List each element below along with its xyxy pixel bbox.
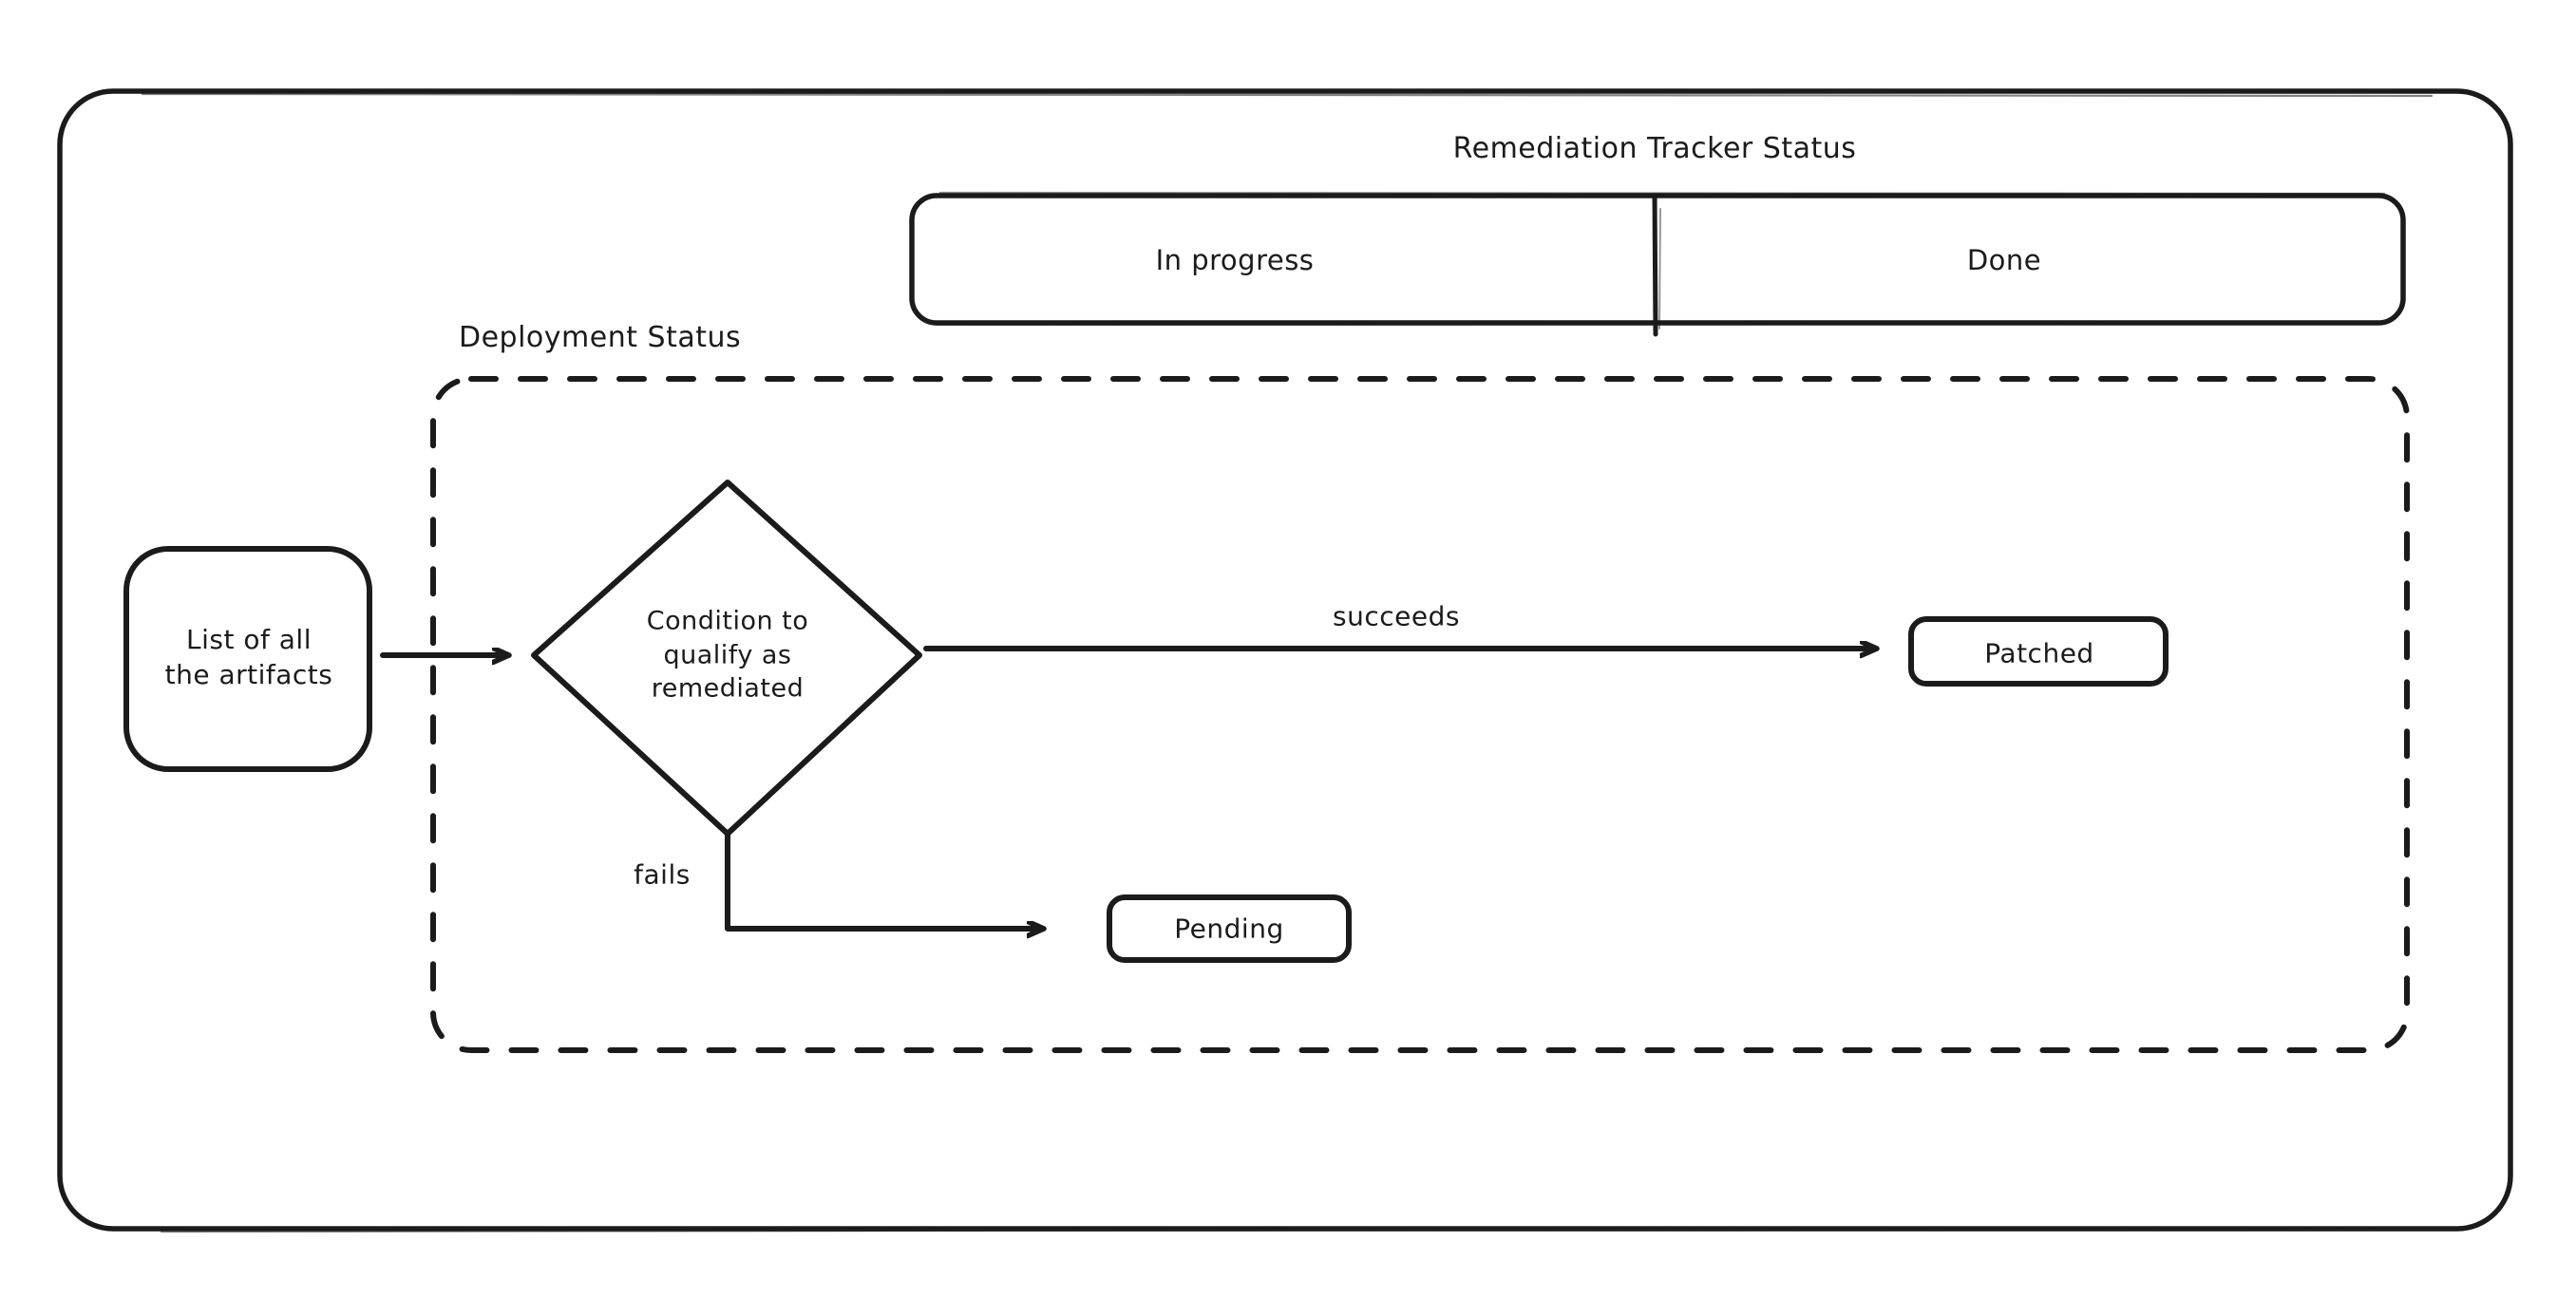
- node-patched-shape: [1908, 616, 2169, 687]
- edge-label-fails: fails: [634, 858, 691, 891]
- deployment-status-group-border: [430, 376, 2410, 1053]
- node-source-label: List of all the artifacts: [164, 624, 333, 690]
- edge-decision-to-pending: [725, 831, 1043, 929]
- tracker-status-title: Remediation Tracker Status: [1452, 132, 1857, 166]
- tracker-cell-done[interactable]: Done: [1966, 243, 2042, 276]
- deployment-status-group-label: Deployment Status: [459, 321, 742, 354]
- node-patched-label: Patched: [1984, 637, 2094, 669]
- node-source-shape: [123, 546, 372, 772]
- tracker-cell-in-progress[interactable]: In progress: [1155, 243, 1315, 276]
- outer-frame: [57, 88, 2513, 1233]
- node-decision-label: Condition to qualify as remediated: [646, 606, 809, 704]
- tracker-status-bar: [909, 191, 2406, 337]
- edge-label-succeeds: succeeds: [1333, 600, 1460, 632]
- node-pending-shape: [1107, 894, 1352, 963]
- node-pending-label: Pending: [1174, 913, 1284, 945]
